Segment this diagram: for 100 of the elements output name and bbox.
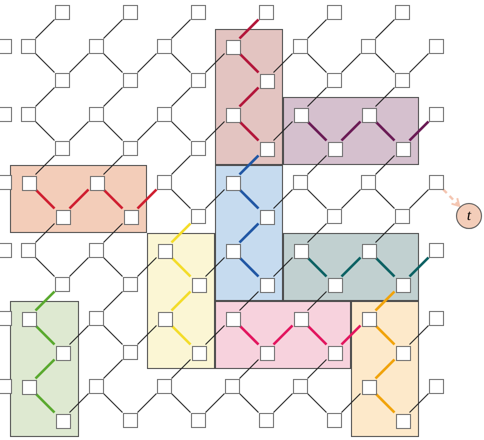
vertex-square xyxy=(122,276,138,292)
lattice-edge xyxy=(170,324,192,346)
lattice-edge xyxy=(307,359,327,379)
lattice-edge xyxy=(171,53,191,73)
lattice-edge xyxy=(238,86,260,108)
lattice-edge xyxy=(238,52,260,74)
lattice-edge xyxy=(340,120,362,142)
region-box xyxy=(10,165,147,233)
lattice-edge xyxy=(103,291,123,311)
lattice-edge xyxy=(103,257,123,277)
lattice-edge xyxy=(35,155,55,175)
vertex-square xyxy=(226,176,240,190)
lattice-edge xyxy=(374,256,396,278)
lattice-edge xyxy=(307,189,327,209)
lattice-edge xyxy=(35,87,55,107)
lattice-edge xyxy=(341,53,361,73)
lattice-edge xyxy=(69,53,89,73)
lattice-edge xyxy=(272,324,294,346)
vertex-square xyxy=(192,346,206,360)
vertex-square xyxy=(226,244,240,258)
vertex-square xyxy=(0,174,12,190)
lattice-edge xyxy=(103,87,123,107)
lattice-edge xyxy=(374,358,396,380)
lattice-edge xyxy=(102,188,124,210)
vertex-square xyxy=(326,4,342,20)
lattice-edge xyxy=(238,188,260,210)
lattice-edge xyxy=(238,154,260,176)
lattice-edge xyxy=(103,155,123,175)
vertex-square xyxy=(360,174,376,190)
lattice-edge xyxy=(171,87,191,107)
lattice-edge xyxy=(35,257,55,277)
vertex-square xyxy=(428,378,444,394)
vertex-square xyxy=(428,106,444,122)
lattice-edge xyxy=(137,53,157,73)
lattice-edge xyxy=(375,53,395,73)
vertex-square xyxy=(158,312,172,326)
lattice-edge xyxy=(238,222,260,244)
lattice-edge xyxy=(34,290,56,312)
lattice-edge xyxy=(375,19,395,39)
lattice-edge xyxy=(69,257,89,277)
lattice-edge xyxy=(205,257,225,277)
vertex-square xyxy=(394,72,410,88)
lattice-edge xyxy=(35,19,55,39)
vertex-square xyxy=(258,4,274,20)
lattice-edge xyxy=(375,87,395,107)
lattice-edge xyxy=(375,223,395,243)
vertex-square xyxy=(156,378,172,394)
vertex-square xyxy=(294,108,308,122)
region-box xyxy=(283,97,419,165)
vertex-square xyxy=(22,176,36,190)
vertex-square xyxy=(192,278,206,292)
vertex-square xyxy=(396,278,410,292)
vertex-square xyxy=(394,208,410,224)
vertex-square xyxy=(156,174,172,190)
vertex-square xyxy=(156,106,172,122)
vertex-square xyxy=(90,176,104,190)
lattice-edge xyxy=(408,120,430,142)
region-box xyxy=(283,233,419,301)
lattice-edge xyxy=(409,393,429,413)
vertex-square xyxy=(362,312,376,326)
lattice-edge xyxy=(375,189,395,209)
vertex-square xyxy=(22,380,36,394)
lattice-edge xyxy=(170,256,192,278)
lattice-edge xyxy=(374,290,396,312)
vertex-square xyxy=(0,378,12,394)
region-box xyxy=(10,301,79,437)
vertex-square xyxy=(394,4,410,20)
lattice-edge xyxy=(307,19,327,39)
vertex-square xyxy=(0,106,12,122)
lattice-edge xyxy=(171,393,191,413)
lattice-edge xyxy=(409,325,429,345)
vertex-square xyxy=(190,4,206,20)
lattice-edge xyxy=(340,256,362,278)
lattice-edge xyxy=(34,358,56,380)
lattice-edge xyxy=(205,189,225,209)
lattice-edge xyxy=(171,359,191,379)
vertex-square xyxy=(224,378,240,394)
lattice-edge xyxy=(103,53,123,73)
vertex-square xyxy=(326,72,342,88)
vertex-square xyxy=(360,38,376,54)
lattice-edge xyxy=(205,393,225,413)
vertex-square xyxy=(20,38,36,54)
lattice-edge xyxy=(68,188,90,210)
lattice-edge xyxy=(273,53,293,73)
lattice-edge xyxy=(205,53,225,73)
lattice-edge xyxy=(273,393,293,413)
lattice-edge xyxy=(238,256,260,278)
lattice-edge xyxy=(273,257,293,277)
vertex-square xyxy=(20,106,36,122)
vertex-square xyxy=(88,242,104,258)
lattice-edge xyxy=(69,121,89,141)
region-box xyxy=(351,301,419,437)
vertex-square xyxy=(260,210,274,224)
vertex-square xyxy=(428,174,444,190)
lattice-edge xyxy=(69,393,89,413)
lattice-edge xyxy=(69,325,89,345)
dashed-arrow xyxy=(442,188,460,207)
vertex-square xyxy=(56,414,70,428)
lattice-edge xyxy=(239,359,259,379)
vertex-square xyxy=(122,72,138,88)
